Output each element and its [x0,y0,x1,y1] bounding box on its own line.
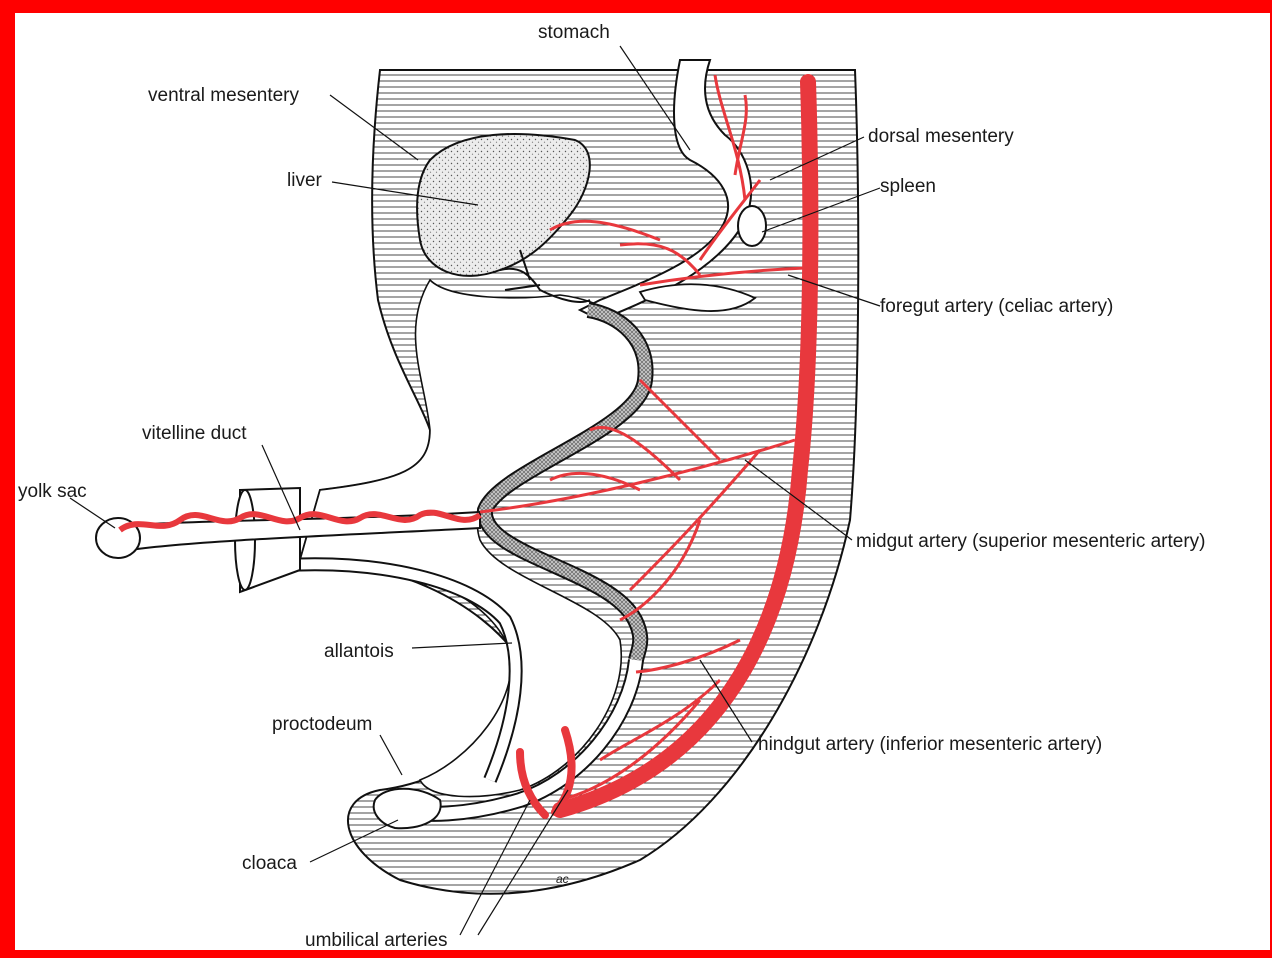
label-allantois: allantois [324,641,394,663]
spleen-shape [738,206,766,246]
label-cloaca: cloaca [242,853,297,875]
label-dorsal-mesentery: dorsal mesentery [868,126,1014,148]
label-stomach: stomach [538,22,610,44]
label-spleen: spleen [880,176,936,198]
label-ventral-mesentery: ventral mesentery [148,85,299,107]
label-hindgut-artery: hindgut artery (inferior mesenteric arte… [758,734,1102,756]
label-yolk-sac: yolk sac [18,481,87,503]
label-umbilical-arteries: umbilical arteries [305,930,448,952]
artist-signature: ac [556,872,569,886]
label-proctodeum: proctodeum [272,714,372,736]
label-vitelline-duct: vitelline duct [142,423,247,445]
label-liver: liver [287,170,322,192]
cloaca-shape [374,789,441,829]
label-midgut-artery: midgut artery (superior mesenteric arter… [856,531,1206,553]
label-foregut-artery: foregut artery (celiac artery) [880,296,1113,318]
